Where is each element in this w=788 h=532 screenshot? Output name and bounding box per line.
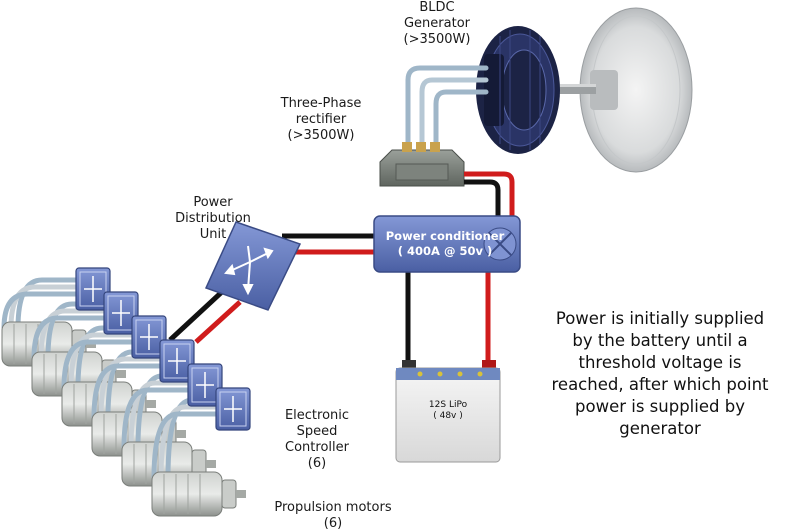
esc-arrow-icon <box>84 276 102 302</box>
esc-arrow-icon <box>168 348 186 374</box>
pdu-conditioner-wires <box>282 233 378 255</box>
esc-2 <box>103 291 139 335</box>
motor-cable <box>158 404 218 479</box>
esc-5 <box>187 363 223 407</box>
motor-shaft <box>176 430 186 438</box>
motor-shaft <box>236 490 246 498</box>
motor-cable <box>61 339 134 389</box>
esc-1 <box>75 267 111 311</box>
motors-label: Propulsion motors (6) <box>274 500 392 531</box>
motor-cable <box>121 387 190 449</box>
esc-arrow-icon <box>224 396 242 422</box>
motor-shaft <box>116 370 126 378</box>
motor-body <box>151 471 223 517</box>
motor-shaft <box>206 460 216 468</box>
esc-arrow-icon <box>196 372 214 398</box>
phase-wires <box>405 65 489 151</box>
wheel <box>579 7 693 173</box>
esc-face <box>219 391 247 427</box>
esc-3 <box>131 315 167 359</box>
battery-wires <box>405 270 491 368</box>
rectifier-output-wires <box>464 171 515 216</box>
esc-face <box>79 271 107 307</box>
description-text: Power is initially supplied by the batte… <box>551 309 769 438</box>
three-phase-rectifier <box>379 142 465 187</box>
esc-arrow-icon <box>140 324 158 350</box>
propulsion-motors <box>1 277 246 517</box>
motor-cable <box>151 411 218 479</box>
pdu-label: Power Distribution Unit <box>175 195 251 242</box>
esc-face <box>135 319 163 355</box>
motor-cable <box>91 363 162 419</box>
esc-face <box>191 367 219 403</box>
motor-endcap <box>221 479 237 509</box>
esc-arrow-icon <box>112 300 130 326</box>
motor-6 <box>151 397 246 517</box>
generator-shaft <box>548 84 596 94</box>
esc-face <box>163 343 191 379</box>
battery <box>395 360 501 463</box>
battery-label: 12S LiPo ( 48v ) <box>428 400 468 421</box>
esc-face <box>107 295 135 331</box>
power-conditioner <box>373 215 521 273</box>
esc-6 <box>215 387 251 431</box>
bldc-generator <box>476 26 560 154</box>
motor-cable <box>128 380 190 449</box>
power-distribution-unit <box>204 221 302 311</box>
rectifier-label: Three-Phase rectifier (>3500W) <box>280 96 362 143</box>
power-conditioner-label: Power conditioner ( 400A @ 50v ) <box>385 229 505 258</box>
pdu-esc-wires <box>168 288 242 344</box>
motor-shaft <box>146 400 156 408</box>
electronic-speed-controllers <box>75 267 251 431</box>
motor-cable <box>31 315 106 359</box>
esc-4 <box>159 339 195 383</box>
motor-cable <box>1 291 78 329</box>
generator-label: BLDC Generator (>3500W) <box>403 0 471 47</box>
esc-label: Electronic Speed Controller (6) <box>284 408 350 471</box>
